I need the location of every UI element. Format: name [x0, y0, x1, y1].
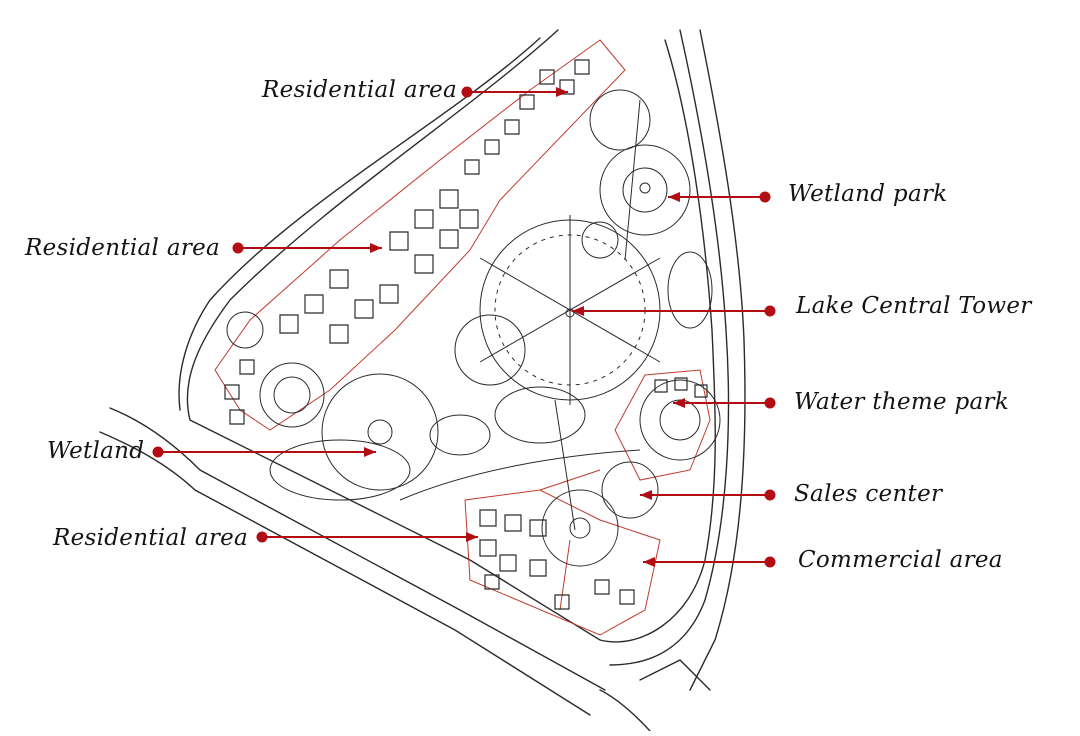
callout-arrowhead [643, 557, 655, 567]
callout-dot [764, 489, 776, 501]
label-lake-central-tower: Lake Central Tower [796, 293, 1032, 319]
label-wetland-park: Wetland park [788, 181, 948, 207]
road-outlines [99, 29, 746, 732]
callout-dot [764, 397, 776, 409]
callout-dot [232, 242, 244, 254]
callout-leaders [152, 86, 776, 568]
label-wetland: Wetland [47, 438, 145, 464]
label-residential-area-north: Residential area [262, 77, 458, 103]
zone-boundaries [214, 39, 711, 636]
callout-dot [764, 556, 776, 568]
callout-dot [152, 446, 164, 458]
callout-arrowhead [673, 398, 685, 408]
callout-dot [764, 305, 776, 317]
label-sales-center: Sales center [794, 481, 943, 507]
callout-dot [759, 191, 771, 203]
callout-arrowhead [370, 243, 382, 253]
callout-arrowhead [556, 87, 568, 97]
callout-dot [461, 86, 473, 98]
callout-arrowhead [364, 447, 376, 457]
label-residential-area-west: Residential area [25, 235, 221, 261]
park-features [226, 89, 721, 567]
label-residential-area-south: Residential area [53, 525, 249, 551]
callout-arrowhead [668, 192, 680, 202]
label-commercial-area: Commercial area [798, 547, 1003, 573]
label-water-theme-park: Water theme park [794, 389, 1010, 415]
callout-dot [256, 531, 268, 543]
callout-arrowhead [466, 532, 478, 542]
residential-blocks [224, 59, 708, 610]
callout-arrowhead [572, 306, 584, 316]
callout-arrowhead [640, 490, 652, 500]
